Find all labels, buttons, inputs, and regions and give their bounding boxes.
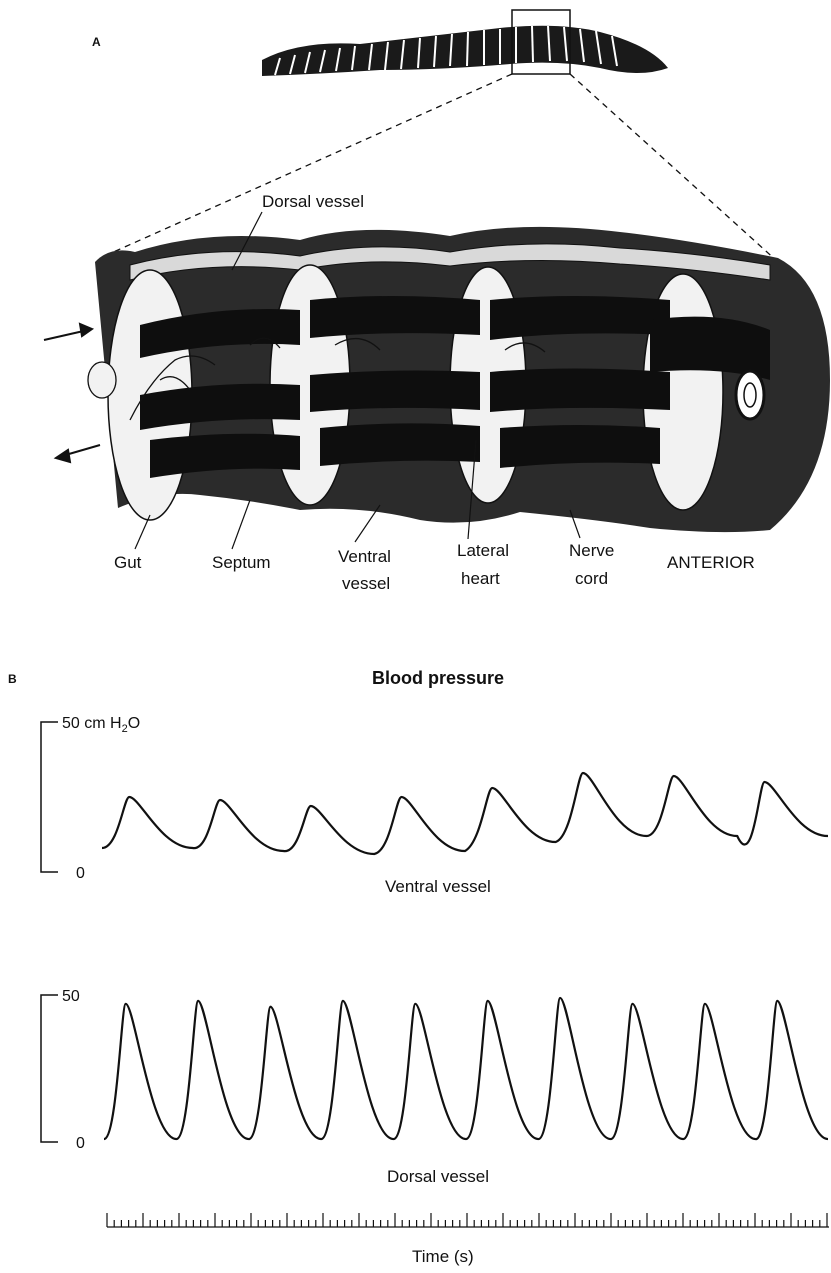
dorsal-vessel-label: Dorsal vessel <box>387 1167 489 1186</box>
label-anterior: ANTERIOR <box>667 553 755 572</box>
label-lateral-heart-line2: heart <box>461 569 500 588</box>
dorsal-scale-bar <box>41 995 58 1142</box>
ventral-scale-top-label: 50 cm H2O <box>62 715 140 735</box>
ventral-scale-bar <box>41 722 58 872</box>
dorsal-pressure-trace <box>104 998 828 1139</box>
dorsal-scale-top-label: 50 <box>62 988 80 1005</box>
label-gut: Gut <box>114 553 142 572</box>
segment-cutaway-illustration <box>44 227 830 532</box>
ventral-pressure-trace <box>102 773 828 854</box>
panel-a-label: A <box>92 35 101 49</box>
time-axis-label: Time (s) <box>412 1247 474 1266</box>
whole-worm-illustration <box>262 26 668 76</box>
panel-b-label: B <box>8 672 17 686</box>
time-axis <box>107 1213 829 1227</box>
chart-title: Blood pressure <box>372 668 504 688</box>
dorsal-scale-bottom-label: 0 <box>76 1135 85 1152</box>
label-ventral-vessel-line2: vessel <box>342 574 390 593</box>
label-ventral-vessel-line1: Ventral <box>338 547 391 566</box>
ventral-scale-bottom-label: 0 <box>76 865 85 882</box>
label-lateral-heart-line1: Lateral <box>457 541 509 560</box>
ventral-vessel-label: Ventral vessel <box>385 877 491 896</box>
label-septum: Septum <box>212 553 271 572</box>
label-dorsal-vessel: Dorsal vessel <box>262 192 364 211</box>
label-nerve-cord-line2: cord <box>575 569 608 588</box>
label-nerve-cord-line1: Nerve <box>569 541 614 560</box>
